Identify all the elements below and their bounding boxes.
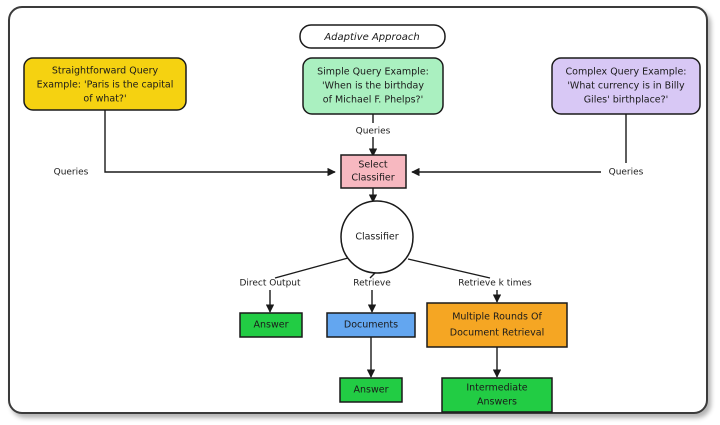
complex-query-line-1: Complex Query Example: bbox=[566, 67, 687, 78]
title-label: Adaptive Approach bbox=[323, 32, 419, 43]
simple-query-line-2: 'When is the birthday bbox=[322, 81, 424, 92]
answer-direct-label: Answer bbox=[254, 320, 289, 331]
queries-left-label-bg bbox=[47, 163, 95, 179]
documents-box bbox=[326, 312, 416, 338]
edge-classifier-direct-output bbox=[274, 257, 349, 279]
queries-center-label: Queries bbox=[356, 127, 391, 137]
documents-label: Documents bbox=[344, 320, 398, 331]
select-classifier-box bbox=[340, 154, 407, 189]
queries-right-label: Queries bbox=[609, 168, 644, 178]
retrieve-label: Retrieve bbox=[353, 279, 391, 289]
straightforward-query-line-1: Straightforward Query bbox=[52, 66, 159, 77]
multiple-rounds-box bbox=[426, 302, 568, 348]
classifier-label: Classifier bbox=[355, 232, 398, 243]
edge-straightforward-to-select bbox=[104, 110, 336, 177]
intermediate-answers-line-1: Intermediate bbox=[466, 383, 527, 394]
intermediate-answers-box bbox=[441, 377, 553, 413]
title-box bbox=[299, 24, 446, 49]
straightforward-query-line-3: of what?' bbox=[83, 94, 126, 105]
select-classifier-line-2: Classifier bbox=[351, 173, 394, 184]
simple-query-line-3: of Michael F. Phelps?' bbox=[323, 95, 423, 106]
queries-center-label-bg bbox=[349, 123, 397, 137]
queries-left-label: Queries bbox=[54, 168, 89, 178]
multiple-rounds-line-2: Document Retrieval bbox=[450, 328, 544, 339]
classifier-circle bbox=[340, 200, 414, 274]
edge-classifier-retrieve-k bbox=[407, 258, 491, 279]
select-classifier-line-1: Select bbox=[358, 160, 388, 171]
answer-retrieve-label: Answer bbox=[354, 385, 389, 396]
edge-complex-to-select bbox=[411, 114, 627, 177]
complex-query-line-2: 'What currency is in Billy bbox=[567, 81, 685, 92]
simple-query-line-1: Simple Query Example: bbox=[317, 67, 429, 78]
straightforward-query-line-2: Example: 'Paris is the capital bbox=[37, 80, 174, 91]
intermediate-answers-line-2: Answers bbox=[477, 397, 517, 408]
multiple-rounds-line-1: Multiple Rounds Of bbox=[452, 312, 542, 323]
queries-right-label-bg bbox=[601, 163, 651, 179]
edge-classifier-retrieve bbox=[369, 272, 376, 279]
answer-direct-box bbox=[239, 312, 303, 338]
answer-retrieve-box bbox=[339, 377, 403, 403]
retrieve-k-times-label: Retrieve k times bbox=[458, 279, 532, 289]
complex-query-line-3: Giles' birthplace?' bbox=[584, 95, 669, 106]
direct-output-label: Direct Output bbox=[239, 279, 301, 289]
